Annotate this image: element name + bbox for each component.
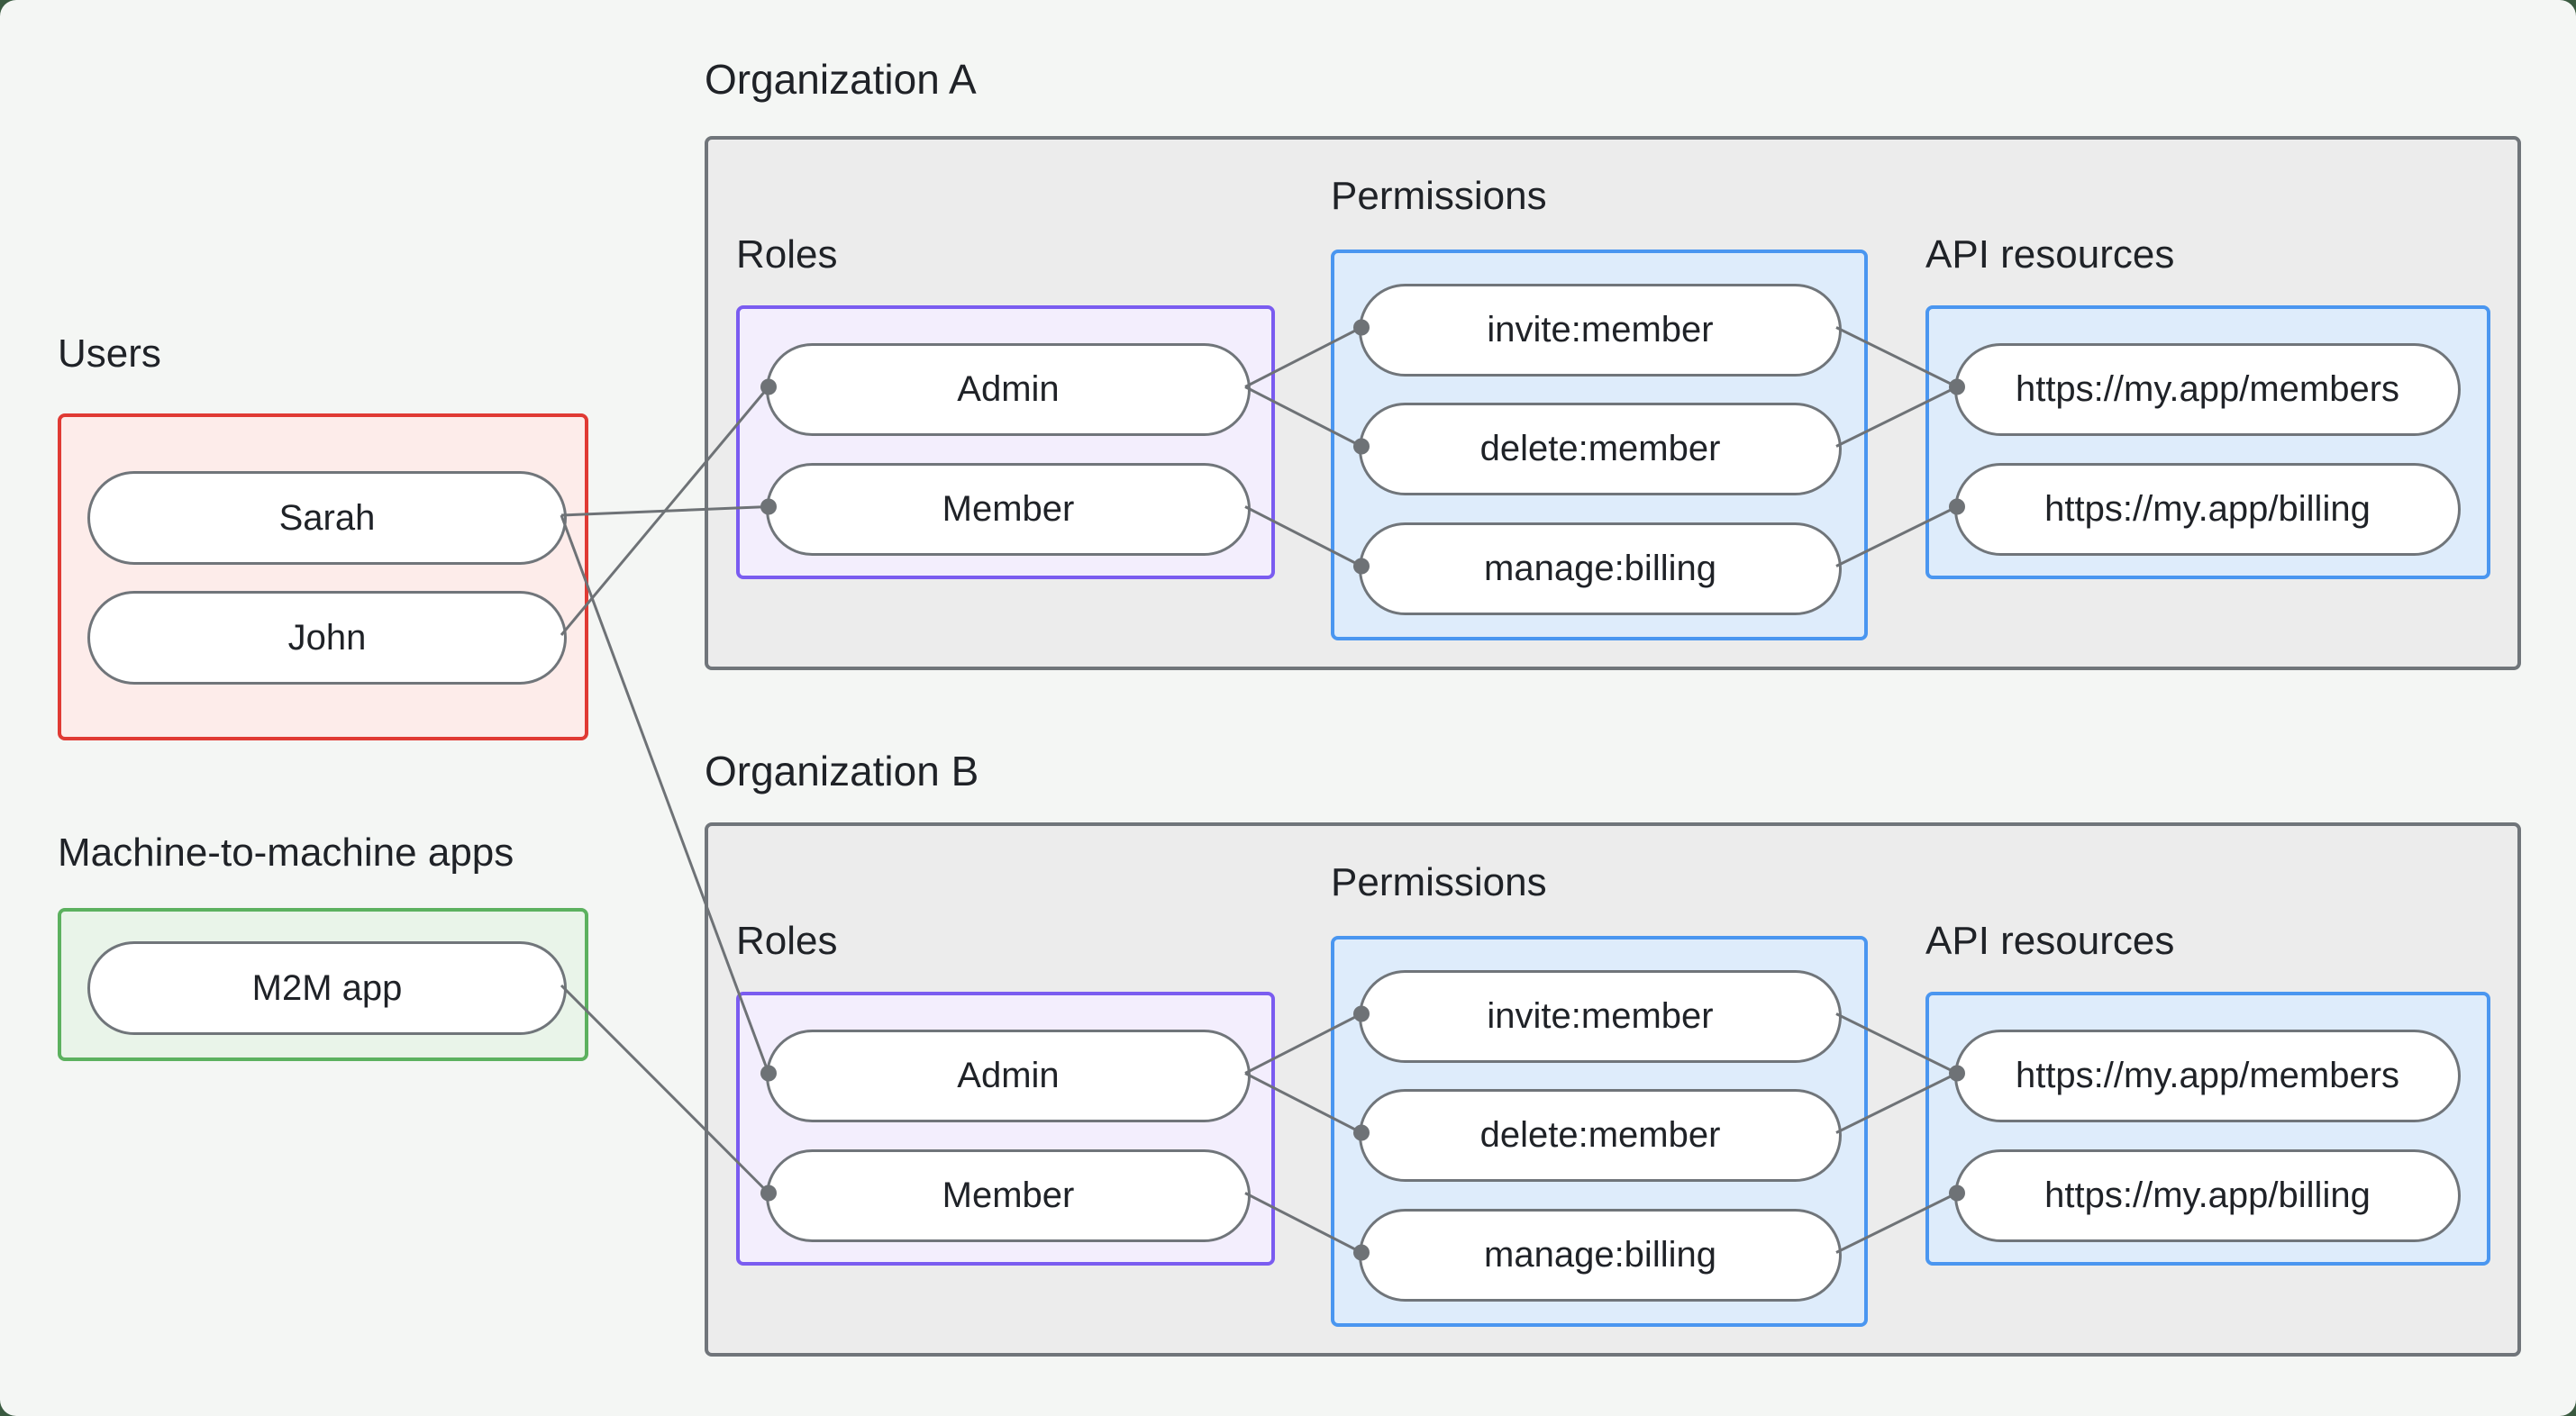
node-org-a-permission-manage-billing: manage:billing: [1359, 522, 1842, 615]
node-org-a-permission-invite-member: invite:member: [1359, 284, 1842, 377]
node-m2m-app: M2M app: [87, 941, 567, 1035]
node-org-a-role-admin: Admin: [766, 343, 1251, 436]
node-org-a-api-billing: https://my.app/billing: [1954, 463, 2461, 556]
node-org-b-api-members: https://my.app/members: [1954, 1030, 2461, 1122]
node-user-john: John: [87, 591, 567, 685]
node-org-a-api-members: https://my.app/members: [1954, 343, 2461, 436]
node-org-b-role-member: Member: [766, 1149, 1251, 1242]
node-org-a-role-member: Member: [766, 463, 1251, 556]
org-b-api-resources-label: API resources: [1925, 919, 2175, 963]
org-b-roles-label: Roles: [736, 919, 838, 963]
org-a-permissions-label: Permissions: [1331, 174, 1547, 218]
users-group-box: [58, 413, 588, 740]
node-org-b-role-admin: Admin: [766, 1030, 1251, 1122]
node-org-b-permission-delete-member: delete:member: [1359, 1089, 1842, 1182]
node-user-sarah: Sarah: [87, 471, 567, 565]
org-a-api-resources-label: API resources: [1925, 232, 2175, 277]
users-group-label: Users: [58, 331, 161, 376]
org-a-roles-label: Roles: [736, 232, 838, 277]
org-b-title: Organization B: [705, 748, 979, 794]
node-org-b-permission-invite-member: invite:member: [1359, 970, 1842, 1063]
node-org-b-api-billing: https://my.app/billing: [1954, 1149, 2461, 1242]
m2m-group-label: Machine-to-machine apps: [58, 831, 514, 875]
node-org-a-permission-delete-member: delete:member: [1359, 403, 1842, 495]
org-b-permissions-label: Permissions: [1331, 860, 1547, 904]
node-org-b-permission-manage-billing: manage:billing: [1359, 1209, 1842, 1302]
org-a-title: Organization A: [705, 56, 977, 103]
